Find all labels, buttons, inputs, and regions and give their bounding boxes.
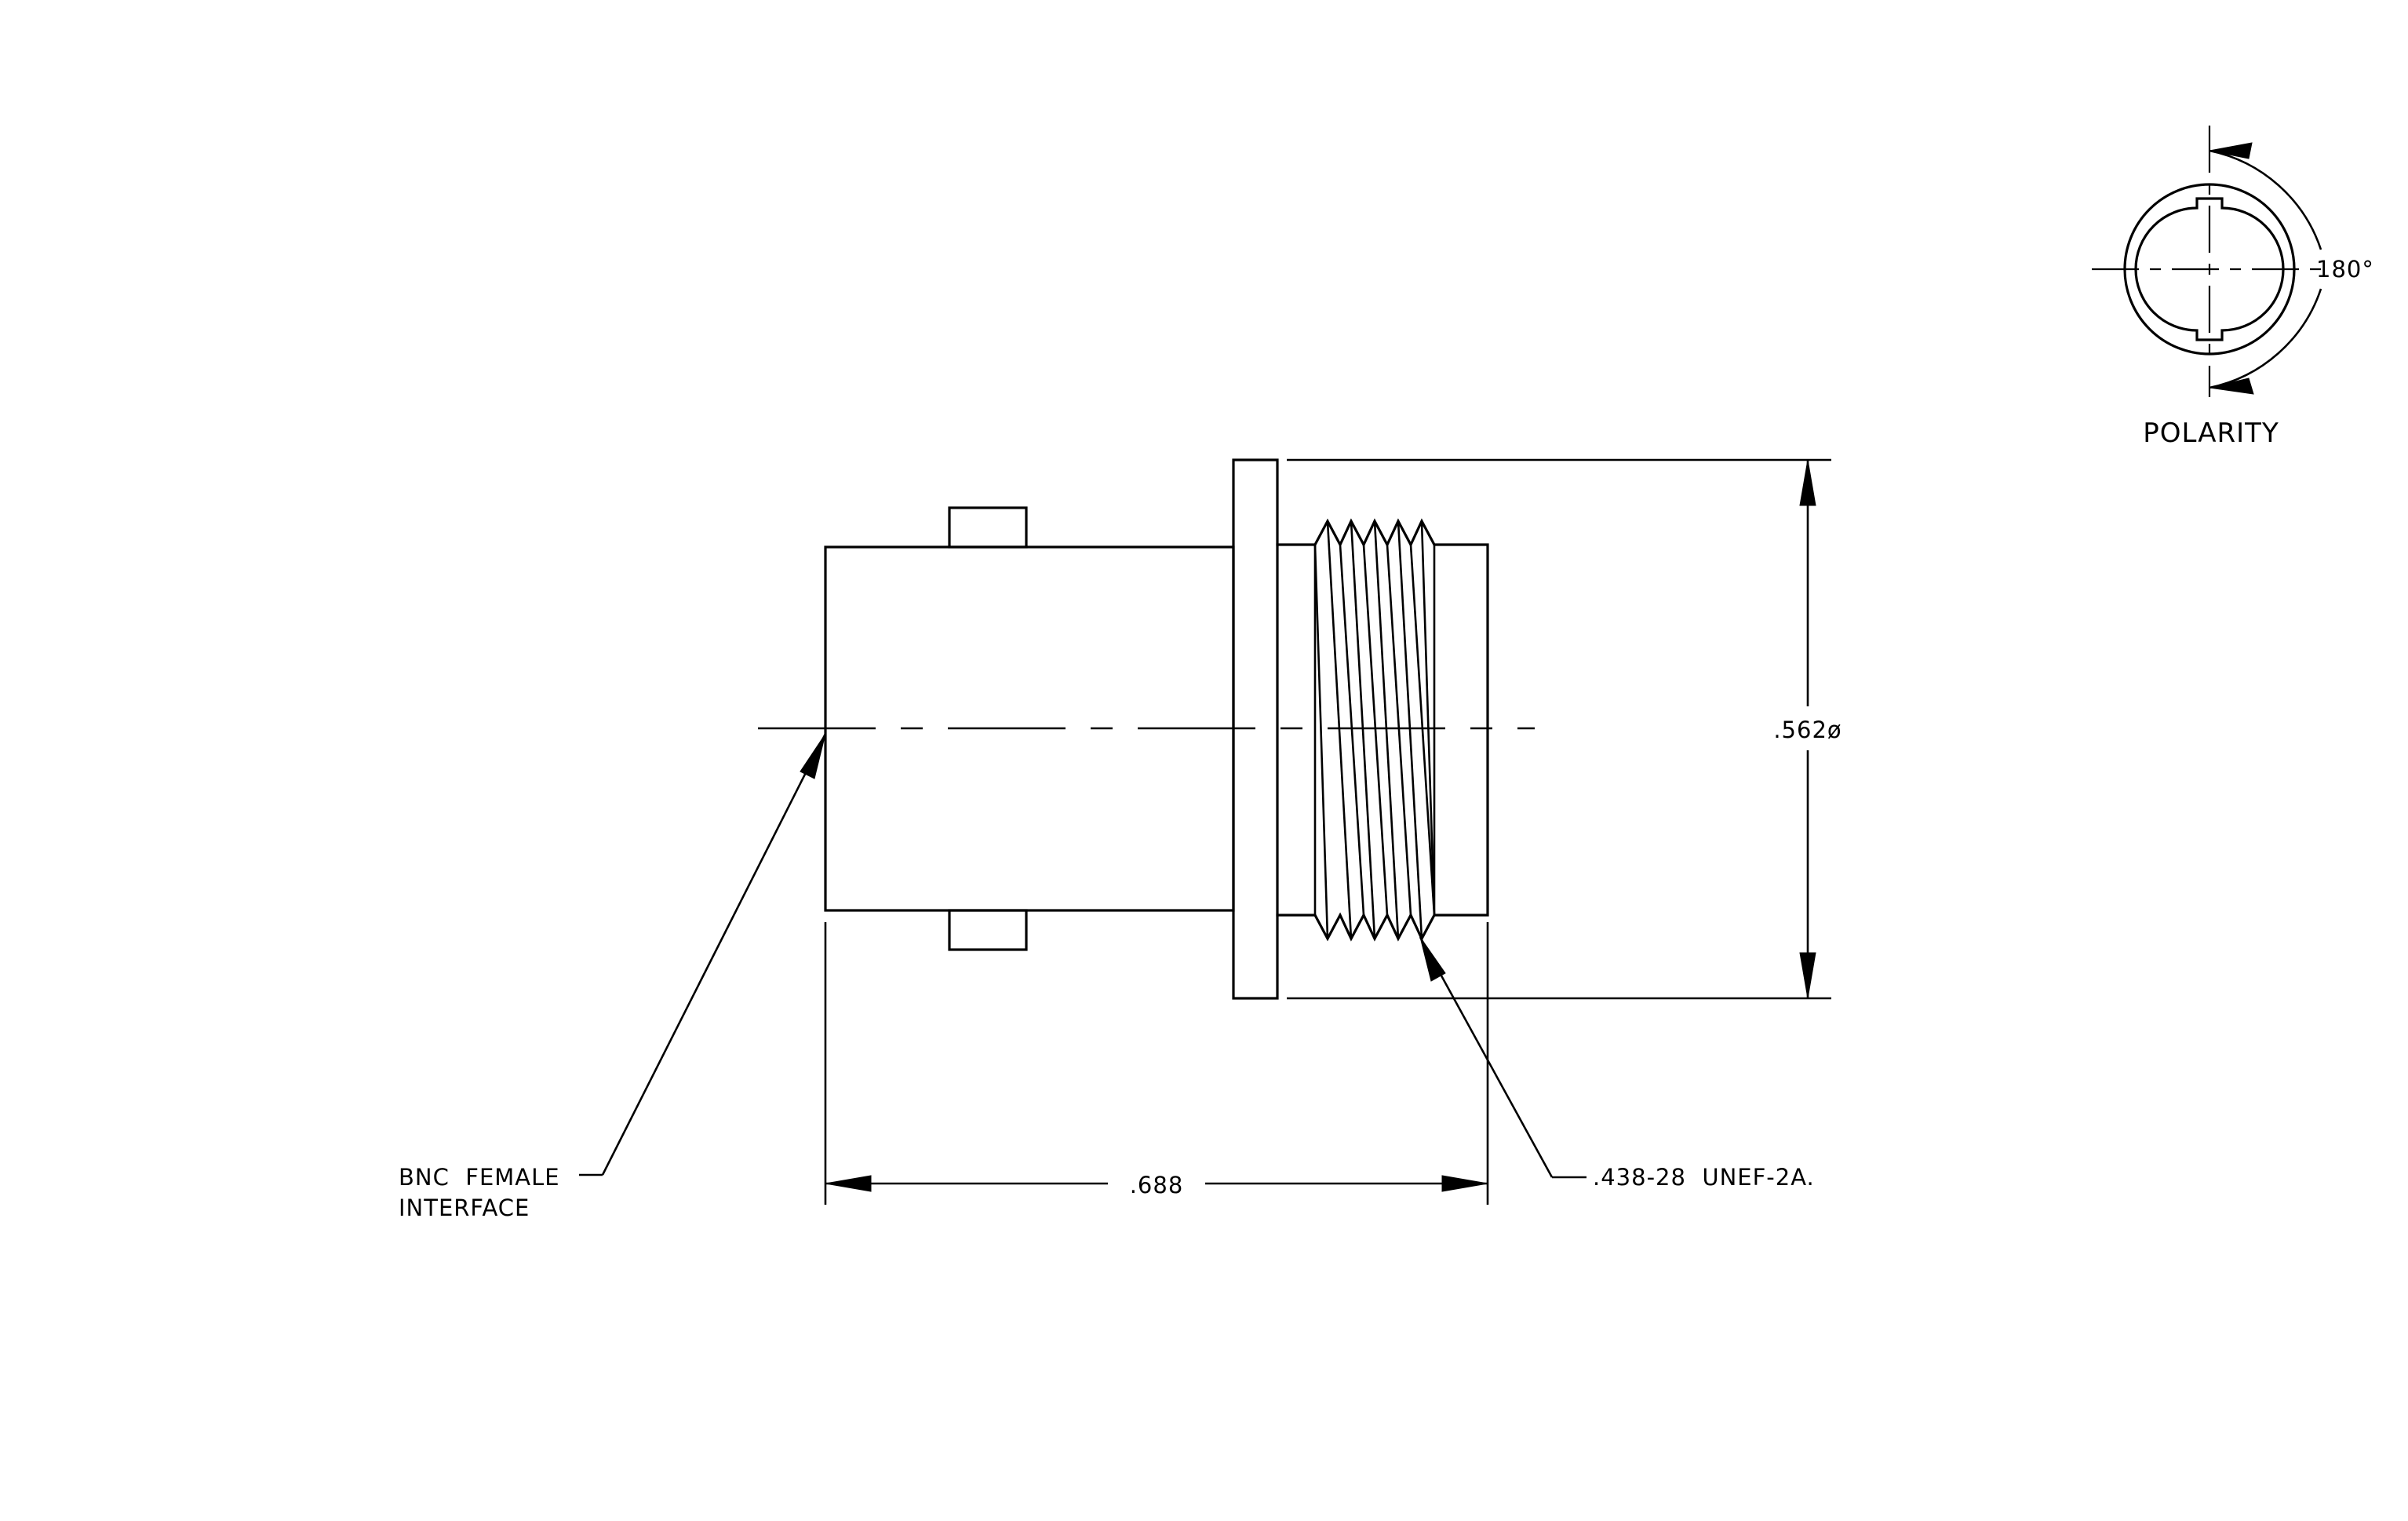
dimension-overall-length: .688 (824, 922, 1489, 1205)
interface-label-line1: BNC FEMALE (399, 1164, 560, 1191)
polarity-arrow-bottom (2209, 378, 2254, 395)
polarity-title: POLARITY (2143, 418, 2279, 449)
thread-section (1276, 518, 1489, 942)
interface-callout: BNC FEMALE INTERFACE (399, 733, 827, 1221)
diameter-dimension-label: .562ø (1773, 717, 1842, 743)
bayonet-pin-bottom (948, 909, 1028, 951)
dimension-diameter: .562ø (1287, 458, 1842, 1000)
polarity-angle-label: 180° (2316, 256, 2374, 283)
polarity-view: 180° POLARITY (2092, 126, 2374, 449)
polarity-arrow-top (2209, 142, 2253, 159)
polarity-arc-lower (2209, 288, 2322, 389)
thread-helix-lines (1313, 520, 1436, 939)
thread-callout: .438-28 UNEF-2A. (1419, 936, 1815, 1191)
connector-side-view (758, 458, 1535, 1000)
thread-spec-label: .438-28 UNEF-2A. (1593, 1164, 1815, 1191)
length-dimension-label: .688 (1130, 1172, 1184, 1198)
bayonet-pin-top (948, 506, 1028, 549)
polarity-keyed-circle (2134, 197, 2285, 341)
interface-label-line2: INTERFACE (399, 1195, 530, 1221)
polarity-arc-upper (2209, 149, 2322, 250)
